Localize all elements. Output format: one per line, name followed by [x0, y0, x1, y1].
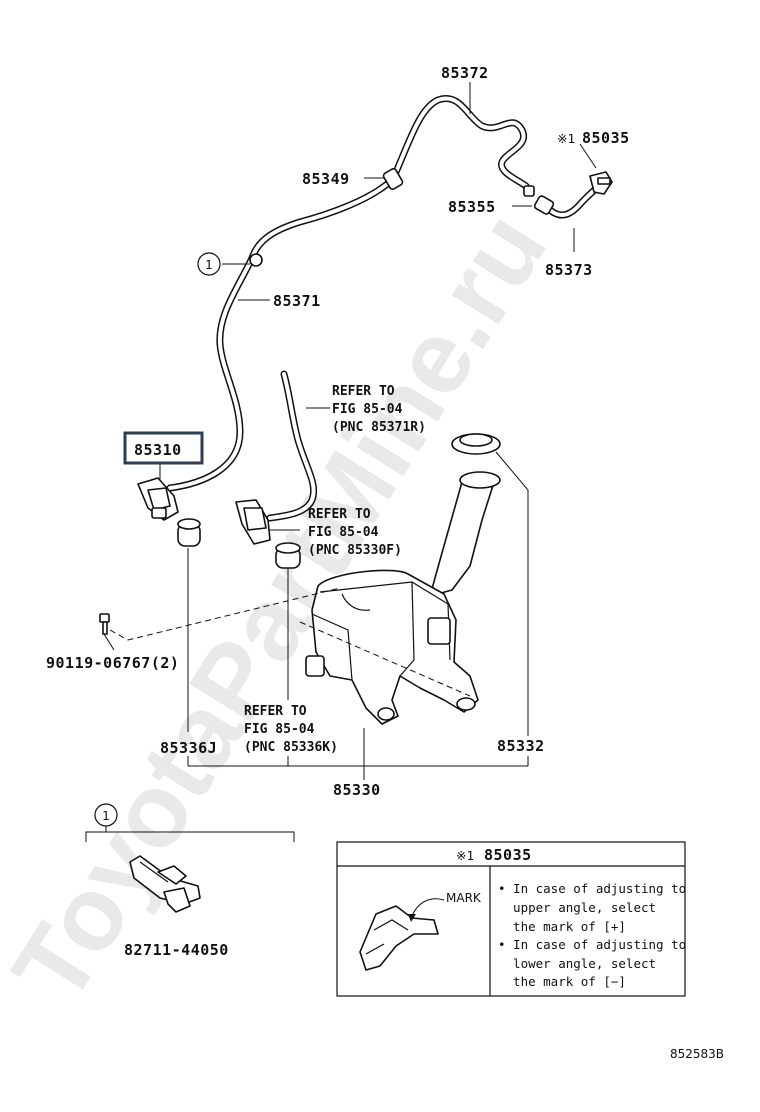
highlight-box-85310 [123, 431, 204, 465]
label-85371: 85371 [273, 292, 321, 310]
leader-lines [85, 82, 597, 842]
ref-85371r-line1: REFER TO [332, 384, 395, 399]
label-90119: 90119-06767(2) [46, 654, 179, 672]
hose-85373 [546, 182, 604, 219]
figure-code: 852583B [670, 1047, 724, 1061]
inset-title-mark: ※1 [456, 848, 474, 863]
callout-1-detail-label: 1 [102, 808, 110, 823]
label-85332: 85332 [497, 737, 545, 755]
cap-85332 [451, 433, 501, 455]
label-85355: 85355 [448, 198, 496, 216]
callout-1-top: 1 [197, 252, 221, 276]
ref-85336k-line2: FIG 85-04 [244, 722, 315, 737]
label-85310: 85310 [134, 441, 182, 459]
hose-ref-85371r [266, 370, 318, 522]
inset-nozzle-drawing [359, 898, 445, 971]
label-85035-mark: ※1 [557, 131, 575, 146]
clamp-82711 [129, 855, 201, 913]
label-85372: 85372 [441, 64, 489, 82]
ref-85371r-line3: (PNC 85371R) [332, 420, 426, 435]
ref-85371r-line2: FIG 85-04 [332, 402, 403, 417]
label-85035: 85035 [582, 129, 630, 147]
label-85349: 85349 [302, 170, 350, 188]
inset-note-4: • In case of adjusting to [498, 937, 686, 952]
inset-note-2: upper angle, select [498, 900, 656, 915]
ref-85330f-line1: REFER TO [308, 507, 371, 522]
label-82711: 82711-44050 [124, 941, 229, 959]
hose-85372 [392, 95, 530, 190]
inset-85035: ※1 85035 MARK • In case of adjusting to … [336, 841, 686, 997]
screw-90119 [99, 613, 110, 635]
joint-85355 [523, 185, 555, 215]
ref-85330f-line2: FIG 85-04 [308, 525, 379, 540]
hose-85371 [166, 176, 396, 492]
pump-85310 [137, 477, 179, 521]
joint-85349 [382, 168, 404, 190]
ref-85330f-line3: (PNC 85330F) [308, 543, 402, 558]
inset-note-3: the mark of [+] [498, 919, 626, 934]
ref-85336k-line3: (PNC 85336K) [244, 740, 338, 755]
tank-85330 [305, 471, 501, 725]
label-85336j: 85336J [160, 739, 217, 757]
label-85373: 85373 [545, 261, 593, 279]
inset-mark-label: MARK [446, 891, 482, 905]
inset-note-1: • In case of adjusting to [498, 881, 686, 896]
inset-note-6: the mark of [−] [498, 974, 626, 989]
grommet-85336j [177, 518, 201, 547]
callout-1-top-label: 1 [205, 257, 213, 272]
inset-title-part: 85035 [484, 846, 532, 864]
callout-1-detail: 1 [94, 803, 118, 827]
pump-second [235, 499, 271, 545]
ref-85336k-line1: REFER TO [244, 704, 307, 719]
clamp-callout-1 [249, 253, 263, 267]
inset-note-5: lower angle, select [498, 956, 656, 971]
grommet-second [275, 542, 301, 569]
label-85330: 85330 [333, 781, 381, 799]
nozzle-85035 [589, 171, 613, 195]
